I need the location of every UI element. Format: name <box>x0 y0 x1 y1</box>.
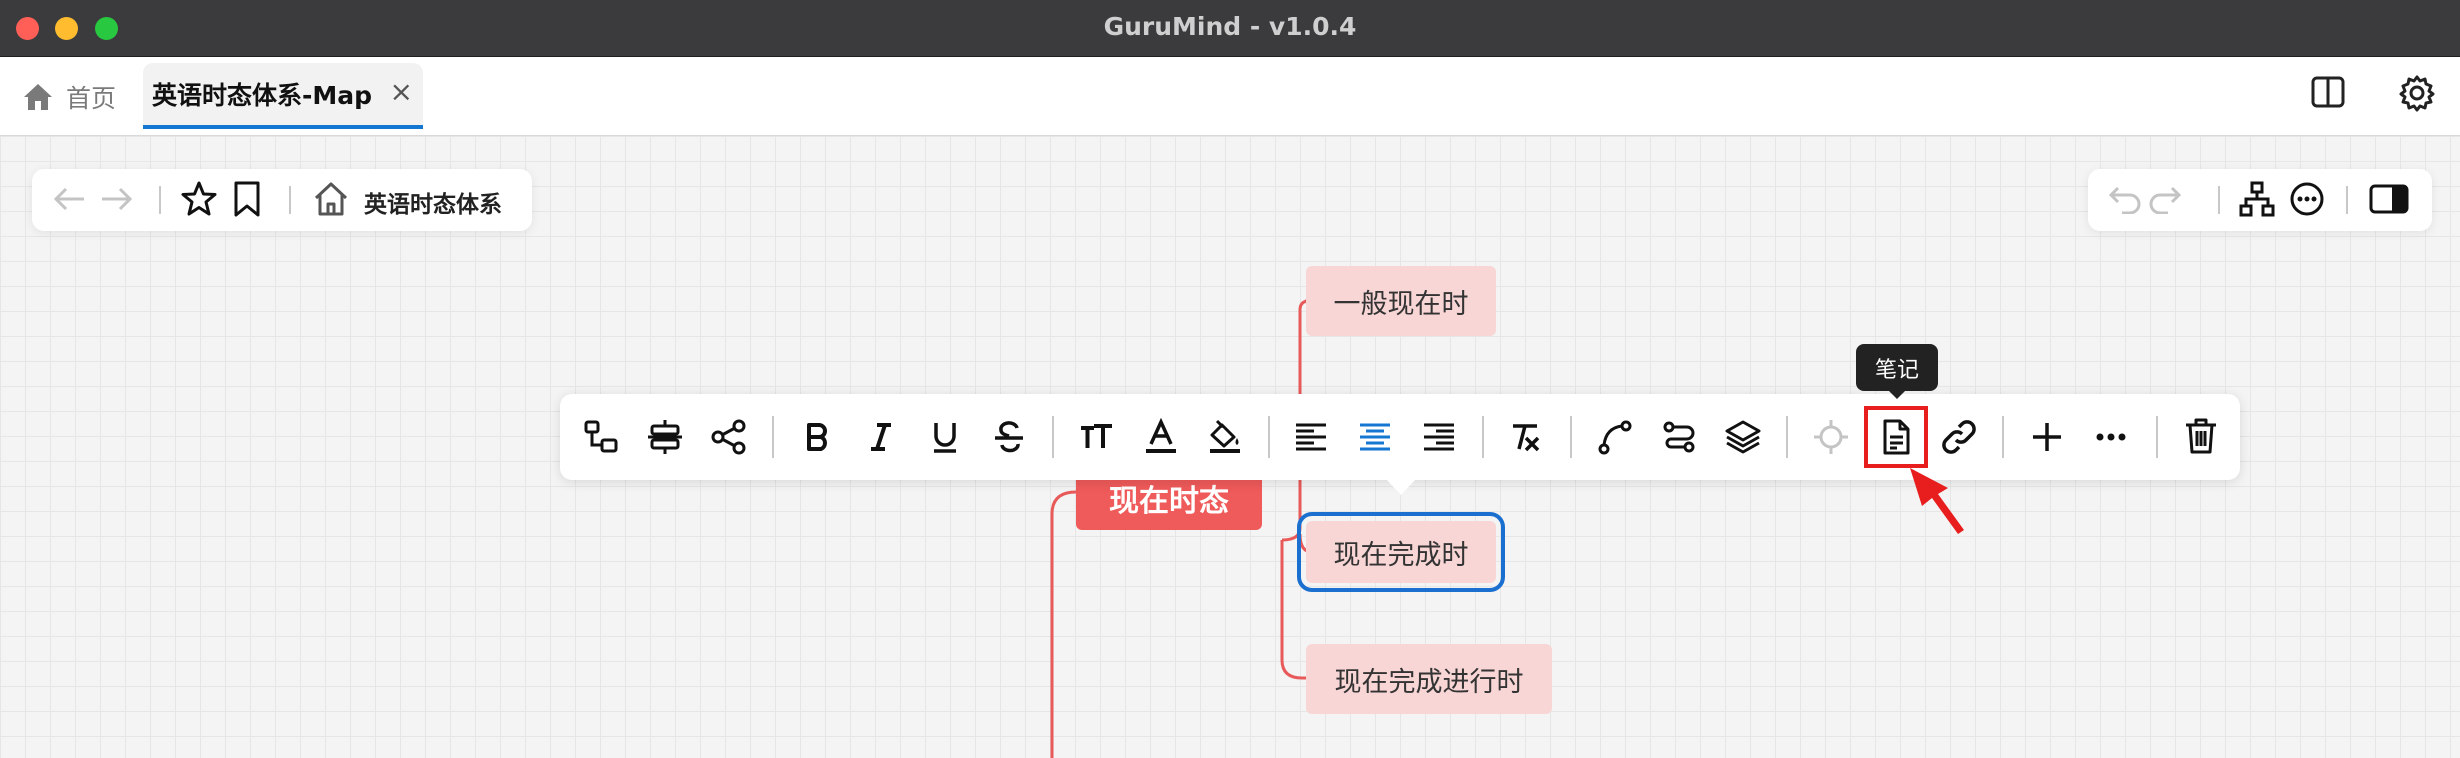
more-options-circle-icon[interactable] <box>2288 180 2326 218</box>
child-node[interactable]: 一般现在时 <box>1306 266 1496 336</box>
forward-arrow-icon[interactable] <box>100 184 134 214</box>
toolbar-pointer <box>1386 479 1416 495</box>
undo-icon[interactable] <box>2108 184 2142 214</box>
tab-close-icon[interactable]: × <box>389 75 413 108</box>
structure-icon[interactable] <box>2238 180 2276 218</box>
trash-icon[interactable] <box>2182 416 2220 456</box>
tab-bar: 首页 英语时态体系-Map × <box>0 57 2460 136</box>
fill-color-icon[interactable] <box>1206 418 1244 456</box>
align-center-icon[interactable] <box>1356 418 1394 456</box>
link-icon[interactable] <box>1940 418 1978 456</box>
strikethrough-icon[interactable] <box>990 418 1028 456</box>
split-view-icon[interactable] <box>2310 74 2346 110</box>
italic-icon[interactable] <box>862 418 900 456</box>
plus-icon[interactable] <box>2028 418 2066 456</box>
navigation-panel: 英语时态体系 <box>32 169 532 231</box>
underline-icon[interactable] <box>926 418 964 456</box>
curve-line-icon[interactable] <box>1596 418 1634 456</box>
close-window-button[interactable] <box>16 17 39 40</box>
child-node[interactable]: 现在完成进行时 <box>1306 644 1552 714</box>
align-right-icon[interactable] <box>1420 418 1458 456</box>
divider <box>1052 416 1054 458</box>
connector-icon[interactable] <box>1660 418 1698 456</box>
back-arrow-icon[interactable] <box>52 184 86 214</box>
add-sibling-icon[interactable] <box>646 418 684 456</box>
divider <box>1786 416 1788 458</box>
divider <box>2218 186 2220 214</box>
view-controls-panel <box>2088 169 2432 231</box>
add-child-icon[interactable] <box>582 418 620 456</box>
format-toolbar <box>560 394 2240 480</box>
tab-active-label: 英语时态体系-Map <box>152 81 373 110</box>
layers-icon[interactable] <box>1724 418 1762 456</box>
breadcrumb-label[interactable]: 英语时态体系 <box>364 192 502 218</box>
annotation-arrow-icon <box>1910 468 1964 534</box>
font-size-icon[interactable] <box>1078 418 1116 456</box>
divider <box>159 186 161 214</box>
note-icon[interactable] <box>1877 418 1915 456</box>
redo-icon[interactable] <box>2148 184 2182 214</box>
divider <box>772 416 774 458</box>
divider <box>289 186 291 214</box>
home-icon <box>24 84 52 110</box>
share-icon[interactable] <box>710 418 748 456</box>
house-icon[interactable] <box>312 180 350 218</box>
window-title: GuruMind - v1.0.4 <box>1103 12 1357 41</box>
child-node-selected[interactable]: 现在完成时 <box>1297 512 1505 592</box>
sidebar-panel-icon[interactable] <box>2368 182 2410 216</box>
target-icon[interactable] <box>1812 418 1850 456</box>
settings-gear-icon[interactable] <box>2398 74 2436 112</box>
minimize-window-button[interactable] <box>55 17 78 40</box>
tab-home[interactable]: 首页 <box>22 77 116 117</box>
divider <box>2002 416 2004 458</box>
more-icon[interactable] <box>2092 418 2130 456</box>
align-left-icon[interactable] <box>1292 418 1330 456</box>
title-bar: GuruMind - v1.0.4 <box>0 0 2460 57</box>
star-icon[interactable] <box>180 180 218 218</box>
tab-active-map[interactable]: 英语时态体系-Map × <box>143 63 423 129</box>
divider <box>1268 416 1270 458</box>
clear-format-icon[interactable] <box>1508 418 1546 456</box>
divider <box>1570 416 1572 458</box>
tab-home-label: 首页 <box>66 84 117 113</box>
note-button-highlight <box>1864 406 1928 468</box>
divider <box>2156 416 2158 458</box>
divider <box>1482 416 1484 458</box>
tooltip: 笔记 <box>1856 344 1938 391</box>
maximize-window-button[interactable] <box>95 17 118 40</box>
bold-icon[interactable] <box>798 418 836 456</box>
bookmark-icon[interactable] <box>232 180 262 218</box>
tooltip-pointer <box>1888 390 1906 399</box>
divider <box>2346 186 2348 214</box>
text-color-icon[interactable] <box>1142 418 1180 456</box>
